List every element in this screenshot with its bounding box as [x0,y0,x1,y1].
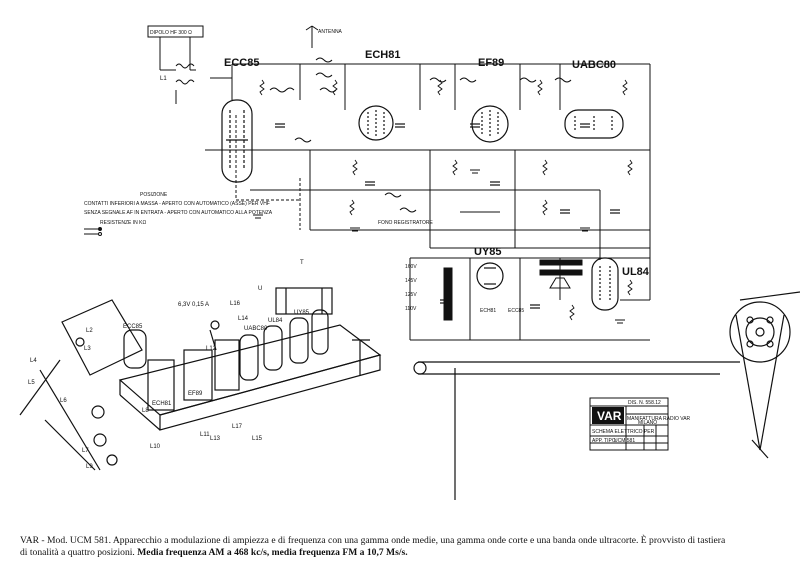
coil-label-l15: L15 [252,436,263,442]
caption-line-2: di tonalità a quattro posizioni. Media f… [20,547,790,559]
voltage-label-3: 125V [405,292,417,298]
coil-label-l11: L11 [200,432,210,438]
chassis-drawing [19,287,382,471]
coil-label-l12: L12 [206,346,217,352]
coil-label-l9: L9 [86,464,93,470]
tube-ul84 [591,257,619,311]
model-label: APP. TIPO [592,438,616,444]
coil-label-l13: L13 [210,436,221,442]
coil-label-l7: L7 [82,448,89,454]
coil-label-l14: L14 [238,316,249,322]
tube-ef89 [471,105,509,143]
heater-label-ech81: ECH81 [480,308,496,314]
switch-legend: POSIZIONE CONTATTI INFERIORI A MASSA - A… [84,192,273,236]
coil-label-l17: L17 [232,424,243,430]
chassis-tube-ef89: EF89 [188,391,203,397]
tube-label-ul84: UL84 [622,266,650,278]
caption: VAR - Mod. UCM 581. Apparecchio a modula… [20,535,790,559]
heater-label-ecc85: ECC85 [508,308,524,314]
tube-label-uy85: UY85 [474,246,502,258]
tube-label-uabc80: UABC80 [572,59,616,71]
output-transformer [443,259,583,321]
tube-label-ecc85: ECC85 [224,57,259,69]
logo-text: VAR [597,409,622,423]
chassis-tube-uy85: UY85 [294,310,310,316]
chassis-tube-ech81: ECH81 [152,401,172,407]
chassis-tube-ecc85: ECC85 [123,324,143,330]
if-transformers [269,57,572,213]
voltage-label-2: 145V [405,278,417,284]
main-wiring [205,63,651,341]
legend-row-1: CONTATTI INFERIORI A MASSA - APERTO CON … [84,201,270,207]
var-logo: VAR [592,407,624,424]
chassis-tube-uabc80: UABC80 [244,326,268,332]
coil-label-l16: L16 [230,301,241,307]
legend-row-2: SENZA SEGNALE AF IN ENTRATA - APERTO CON… [84,210,273,216]
dipole-box [147,25,204,38]
caption-line-2-bold: Media frequenza AM a 468 kc/s, media fre… [137,547,408,558]
fono-label: FONO REGISTRATORE [378,220,433,226]
antenna-input [147,25,319,104]
tube-ecc85 [221,99,253,183]
coil-label-l4: L4 [30,358,37,364]
tube-uy85 [476,262,504,290]
tube-ech81 [358,105,394,141]
coil-label-l10: L10 [150,444,161,450]
coil-label-l6: L6 [60,398,67,404]
tube-label-ef89: EF89 [478,57,504,69]
chassis-tube-ul84: UL84 [268,318,283,324]
coil-label-l5: L5 [28,380,35,386]
doc-number: DIS. N. 558.12 [628,400,661,406]
legend-row-3: RESISTENZE IN KΩ [100,220,147,226]
title-block [589,397,669,451]
caption-line-1: VAR - Mod. UCM 581. Apparecchio a modula… [20,535,726,546]
subject-label: SCHEMA ELETTRICO PER [592,429,655,435]
voltage-label-1: 160V [405,264,417,270]
dial-cord-mechanism [413,291,800,500]
tube-label-ech81: ECH81 [365,49,400,61]
dipole-label: DIPOLO HF 300 Ω [150,30,192,36]
coil-label-l2: L2 [86,328,93,334]
lamp-label: 6,3V 0,15 A [178,302,209,308]
voltage-label-4: 110V [405,306,417,312]
misc-label-u: U [258,286,262,292]
tube-uabc80 [564,109,624,139]
caption-line-2-plain: di tonalità a quattro posizioni. [20,547,135,558]
misc-label-t: T [300,260,304,266]
company-line1: MANIFATTURA RADIO VAR [627,416,691,422]
coil-label-l1: L1 [160,76,167,82]
antenna-label: ANTENNA [318,29,343,35]
legend-title: POSIZIONE [140,192,168,198]
model-value: UCM 581 [614,438,635,444]
company-line2: MILANO [638,420,657,426]
coil-label-l3: L3 [84,346,91,352]
coil-label-l8: L8 [142,408,149,414]
resistors [259,79,633,321]
ground-symbols [253,169,625,324]
